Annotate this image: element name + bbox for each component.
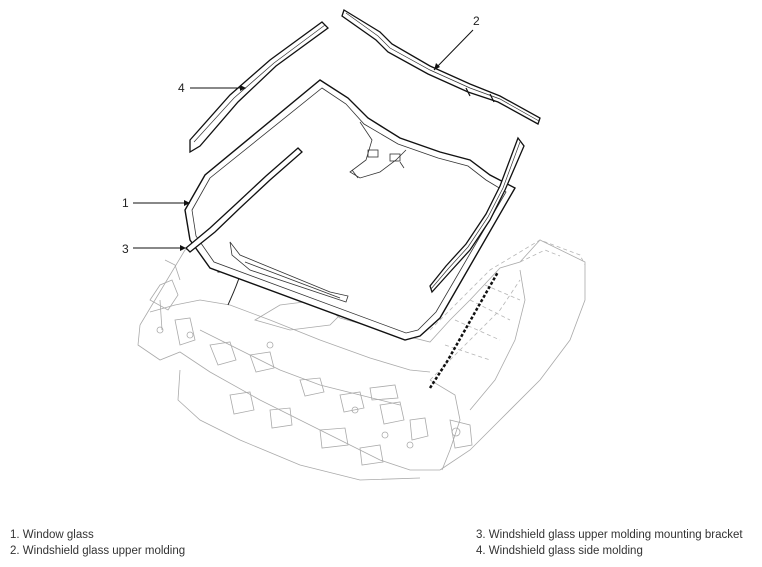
legend-item-1: 1. Window glass <box>10 529 94 541</box>
callout-1: 1 <box>122 196 129 210</box>
window-glass <box>184 79 516 341</box>
callout-2: 2 <box>473 14 480 28</box>
leader-lines <box>133 29 474 251</box>
side-molding-left <box>189 21 329 154</box>
legend-item-2: 2. Windshield glass upper molding <box>10 545 186 557</box>
upper-molding-mounting-bracket <box>185 147 303 253</box>
legend-item-3: 3. Windshield glass upper molding mounti… <box>476 529 743 541</box>
callout-3: 3 <box>122 242 129 256</box>
windshield-exploded-diagram <box>133 9 586 481</box>
upper-molding <box>341 9 541 125</box>
callout-4: 4 <box>178 81 185 95</box>
a-pillar-seam <box>428 271 500 389</box>
side-molding-right <box>429 136 525 294</box>
legend-item-4: 4. Windshield glass side molding <box>476 545 643 557</box>
